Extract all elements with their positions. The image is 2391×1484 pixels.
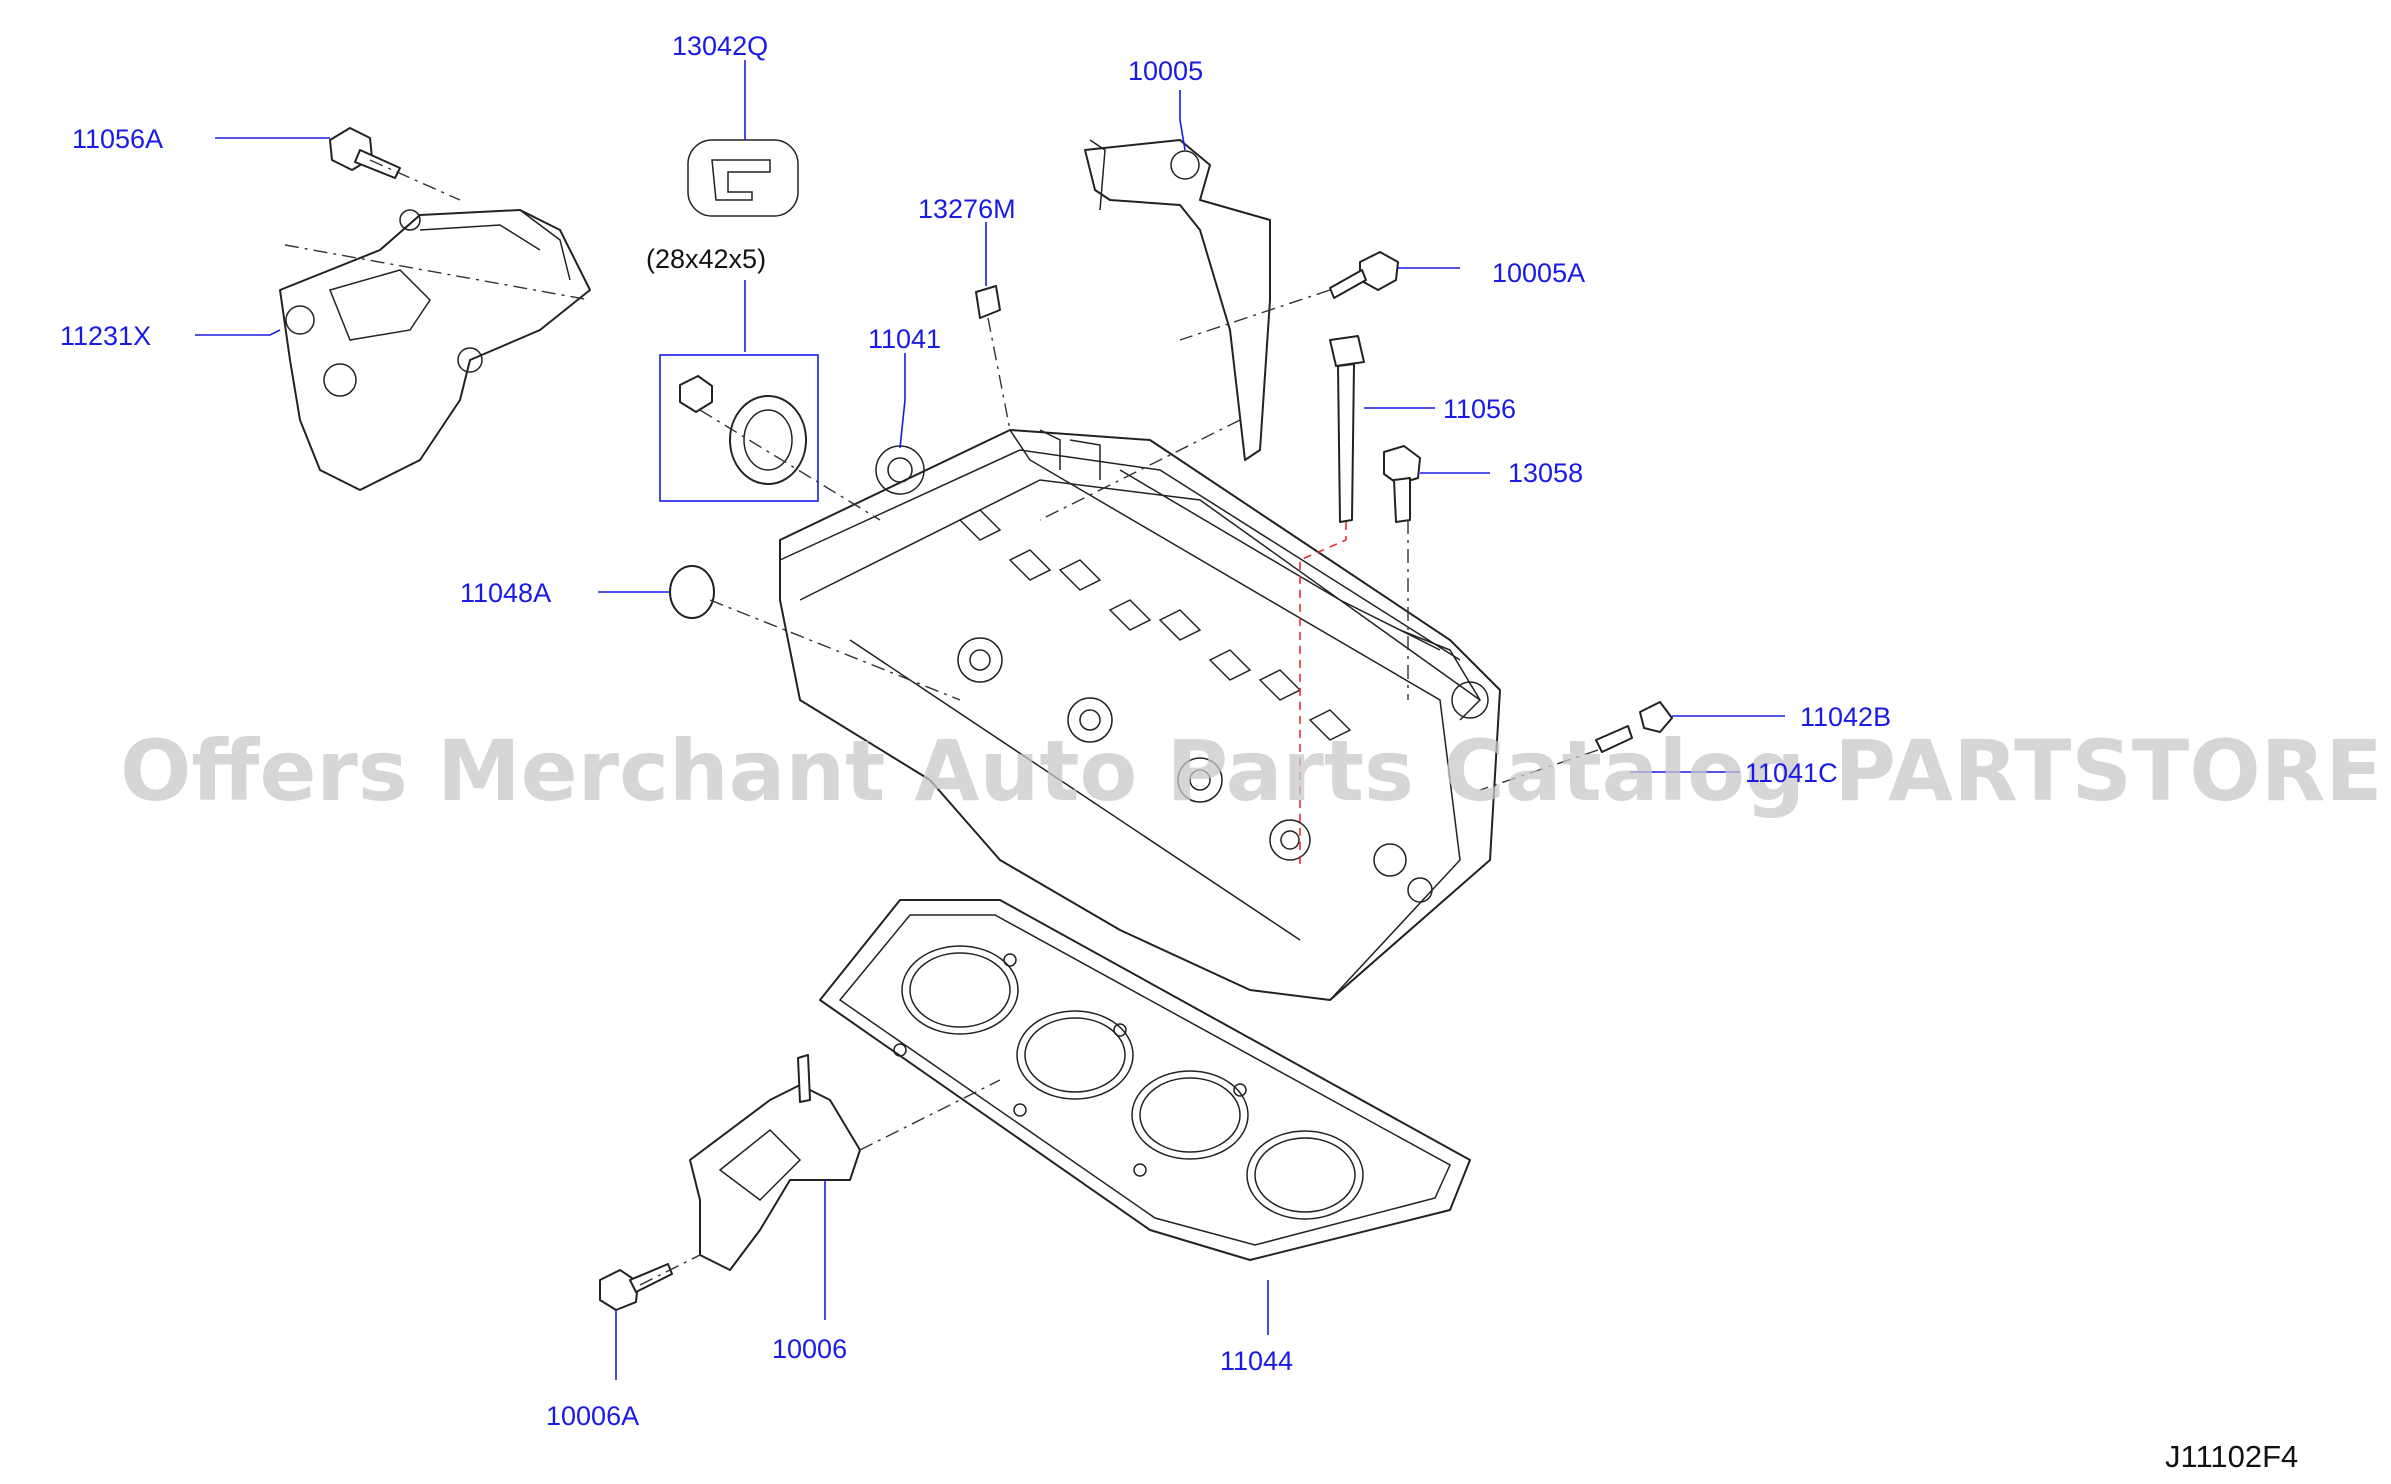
label-11056[interactable]: 11056 [1443,394,1516,424]
bolt-11056a-drawing [329,127,401,179]
bracket-11231x-drawing [279,209,591,491]
stem-seal-13276m-drawing [975,285,1001,319]
label-10005a[interactable]: 10005A [1492,258,1585,288]
label-11056a[interactable]: 11056A [72,124,163,154]
oil-seal-13042q-drawing [687,139,799,217]
bolt-10005a-drawing [1329,251,1399,299]
label-11041c[interactable]: 11041C [1745,758,1838,788]
label-13058[interactable]: 13058 [1508,458,1583,488]
plug-11042b-drawing [1595,701,1673,753]
leader-lines [195,60,1785,1380]
bracket-10006-drawing [689,1054,861,1271]
head-bolt-11056-drawing [1329,335,1365,523]
seal-size-text: (28x42x5) [646,244,766,274]
plug-11048a-drawing [669,565,715,619]
label-11041[interactable]: 11041 [868,324,941,354]
watermark-text: Offers Merchant Auto Parts Catalog PARTS… [120,722,2391,820]
stud-13058-drawing [1383,445,1421,523]
seal-detail-box [659,354,819,502]
head-gasket-11044-drawing [819,899,1471,1261]
label-11044[interactable]: 11044 [1220,1346,1293,1376]
cylinder-head-11041-drawing [779,429,1501,1001]
label-10006a[interactable]: 10006A [546,1401,639,1431]
bolt-10006a-drawing [599,1263,673,1311]
hook-10005-drawing [1084,139,1271,461]
label-10005[interactable]: 10005 [1128,56,1203,86]
label-11042b[interactable]: 11042B [1800,702,1891,732]
label-13042q[interactable]: 13042Q [672,31,768,61]
label-11048a[interactable]: 11048A [460,578,551,608]
label-10006[interactable]: 10006 [772,1334,847,1364]
label-11231x[interactable]: 11231X [60,321,151,351]
diagram-code: J11102F4 [2165,1439,2298,1474]
alignment-lines [284,159,1599,1286]
label-13276m[interactable]: 13276M [918,194,1016,224]
